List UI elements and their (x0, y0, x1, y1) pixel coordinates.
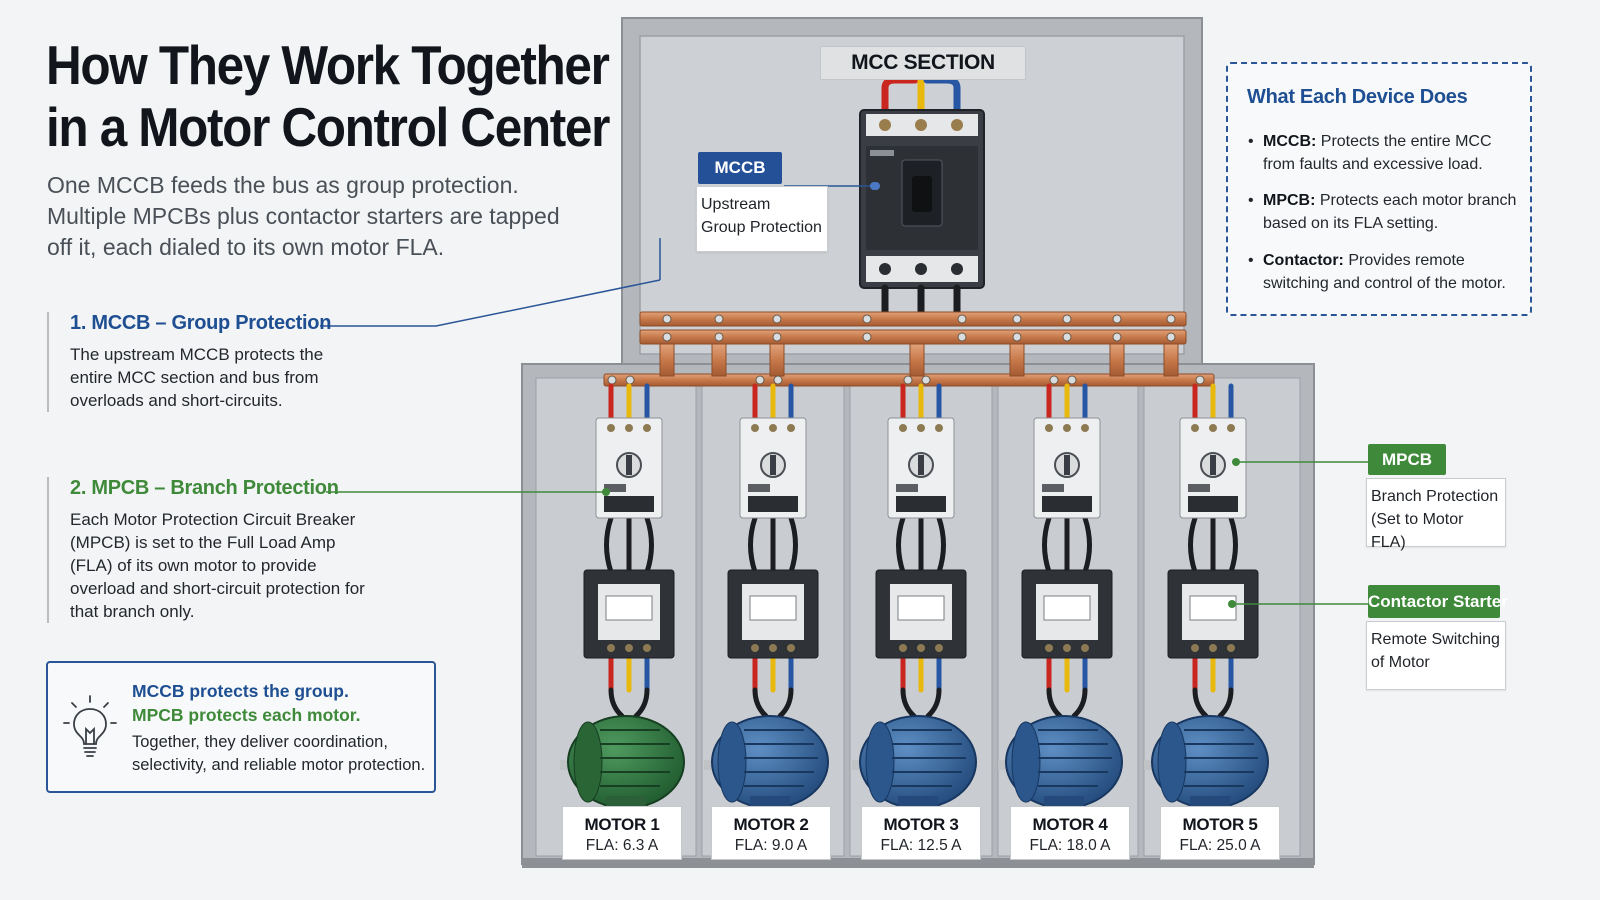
info-term: MCCB: (1263, 133, 1317, 150)
contactor-callout-card: Remote Switching of Motor (1366, 621, 1506, 690)
callout-line: Branch Protection (1371, 488, 1499, 505)
info-term: Contactor: (1263, 252, 1344, 269)
info-item-contactor: Contactor: Provides remote switching and… (1248, 249, 1519, 295)
page-subtitle: One MCCB feeds the bus as group protecti… (47, 172, 560, 260)
lightbulb-icon (63, 695, 117, 757)
tip-line-summary: Together, they deliver coordination, sel… (132, 733, 426, 774)
motor-fla: FLA: 25.0 A (1179, 837, 1261, 854)
tip-line-group: MCCB protects the group. (132, 681, 349, 701)
page-title-line-2: in a Motor Control Center (46, 96, 610, 158)
section-mccb-group-protection: 1. MCCB – Group Protection The upstream … (47, 312, 340, 412)
info-text: Provides remote switching and control of… (1263, 252, 1506, 292)
motor-name: MOTOR 2 (733, 815, 809, 834)
mccb-tag: MCCB (698, 152, 782, 184)
motor-name: MOTOR 5 (1182, 815, 1258, 834)
section-mpcb-branch-protection: 2. MPCB – Branch Protection Each Motor P… (47, 477, 370, 623)
info-item-mccb: MCCB: Protects the entire MCC from fault… (1248, 130, 1519, 176)
callout-line: Upstream (701, 196, 771, 213)
branch-5 (1144, 383, 1269, 809)
motor-2-label: MOTOR 2 FLA: 9.0 A (711, 806, 831, 860)
info-box-title: What Each Device Does (1247, 86, 1468, 108)
device-info-box: What Each Device Does MCCB: Protects the… (1226, 62, 1532, 316)
motor-name: MOTOR 4 (1032, 815, 1108, 834)
copper-busbar (603, 311, 1215, 387)
section-body: The upstream MCCB protects the entire MC… (70, 345, 324, 410)
mccb-feed-cables (881, 74, 961, 116)
branch-1 (560, 383, 685, 809)
section-heading: 1. MCCB – Group Protection (70, 312, 332, 334)
info-item-mpcb: MPCB: Protects each motor branch based o… (1248, 189, 1519, 235)
page-title: How They Work Together in a Motor Contro… (46, 34, 610, 158)
motor-name: MOTOR 1 (584, 815, 660, 834)
section-heading: 2. MPCB – Branch Protection (70, 477, 339, 499)
contactor-starter-tag: Contactor Starter (1368, 585, 1508, 618)
motor-3-label: MOTOR 3 FLA: 12.5 A (861, 806, 981, 860)
motor-fla: FLA: 18.0 A (1029, 837, 1111, 854)
mcc-section-label: MCC SECTION (820, 46, 1026, 80)
page-title-line-1: How They Work Together (46, 34, 610, 96)
motor-fla: FLA: 12.5 A (880, 837, 962, 854)
mpcb-tag: MPCB (1368, 444, 1446, 475)
mpcb-callout-card: Branch Protection (Set to Motor FLA) (1366, 478, 1506, 551)
motor-5-label: MOTOR 5 FLA: 25.0 A (1160, 806, 1280, 860)
summary-tip-box: MCCB protects the group. MPCB protects e… (46, 661, 436, 793)
mccb-callout-card: Upstream Group Protection (696, 186, 828, 252)
leader-lines (320, 182, 1368, 608)
tip-line-motor: MPCB protects each motor. (132, 705, 361, 725)
info-term: MPCB: (1263, 192, 1316, 209)
motor-name: MOTOR 3 (883, 815, 959, 834)
branch-3 (852, 383, 977, 809)
branch-4 (998, 383, 1123, 809)
branch-2 (704, 383, 829, 809)
callout-line: Group Protection (701, 219, 822, 236)
motor-fla: FLA: 6.3 A (585, 837, 659, 854)
info-text: Protects each motor branch based on its … (1263, 192, 1517, 232)
callout-line: (Set to Motor FLA) (1371, 511, 1464, 551)
motor-fla: FLA: 9.0 A (734, 837, 808, 854)
motor-1-label: MOTOR 1 FLA: 6.3 A (562, 806, 682, 860)
mccb-breaker (859, 109, 985, 289)
motor-4-label: MOTOR 4 FLA: 18.0 A (1010, 806, 1130, 860)
callout-line: of Motor (1371, 654, 1430, 671)
callout-line: Remote Switching (1371, 631, 1500, 648)
info-text: Protects the entire MCC from faults and … (1263, 133, 1492, 173)
section-body: Each Motor Protection Circuit Breaker (M… (70, 510, 365, 621)
